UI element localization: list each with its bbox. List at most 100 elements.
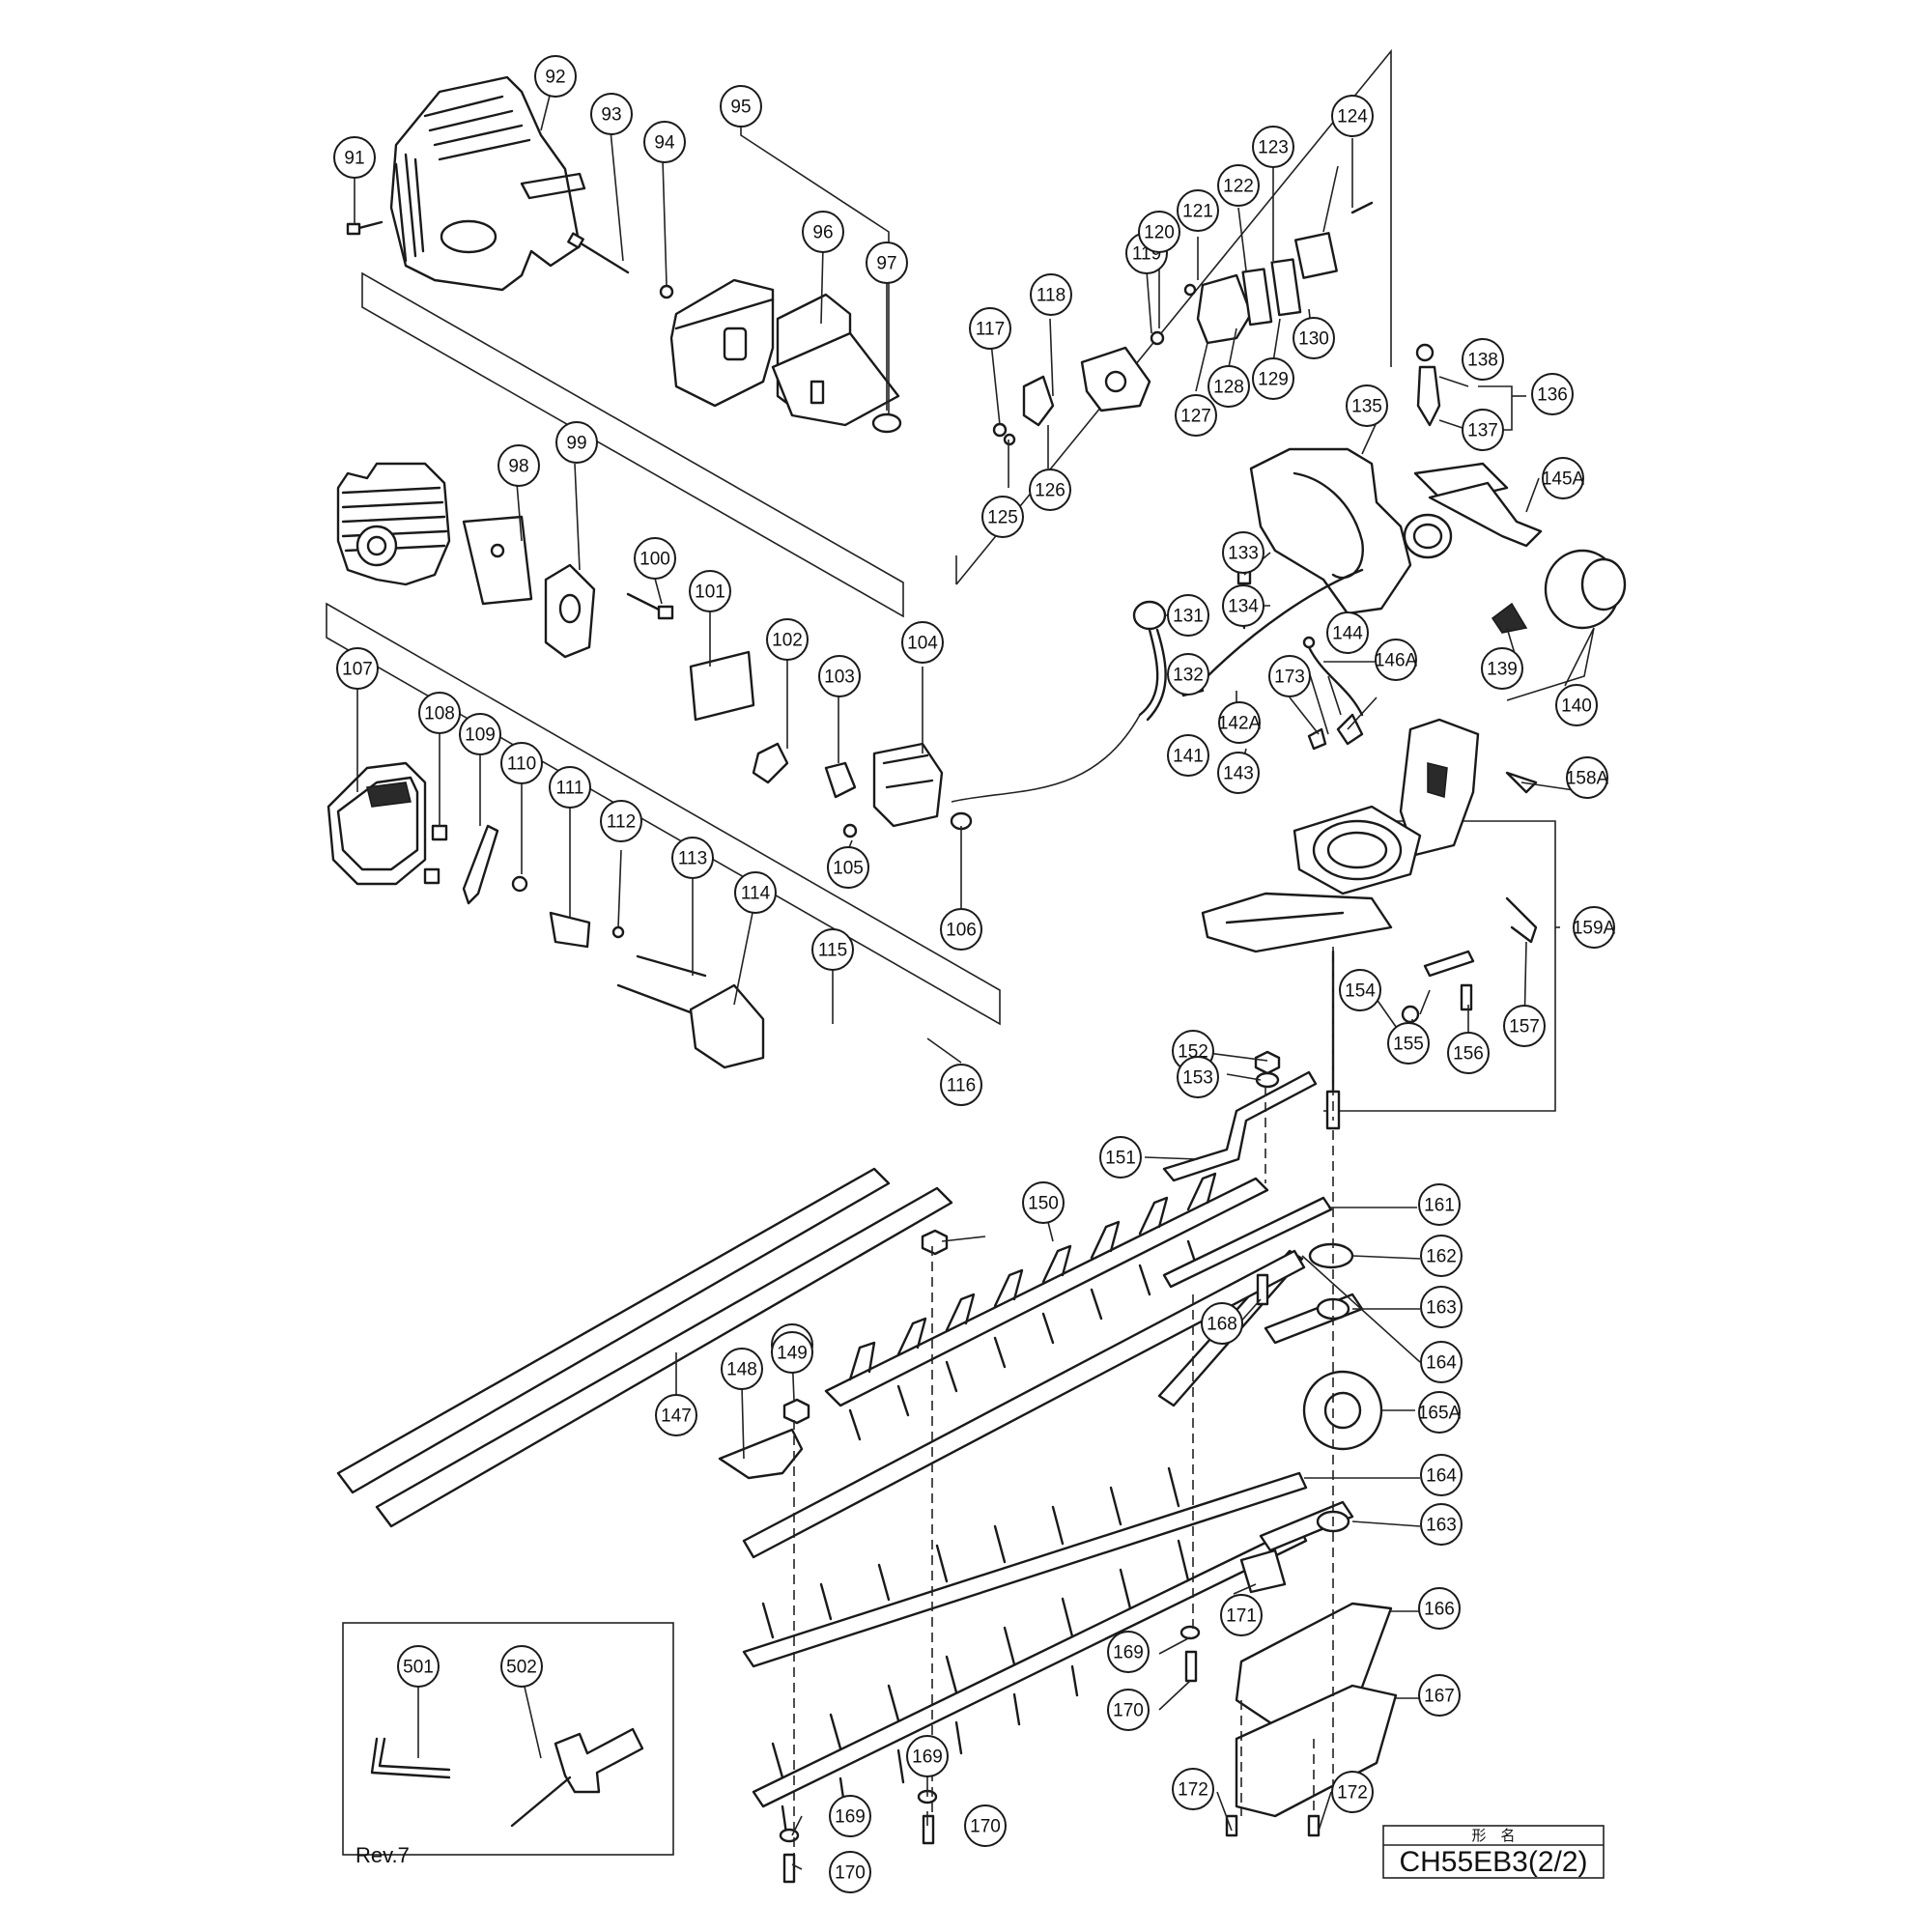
callout-label: 92 xyxy=(545,68,565,88)
callout-111: 111 xyxy=(549,766,591,809)
callout-label: 173 xyxy=(1274,668,1305,688)
callout-label: 144 xyxy=(1332,624,1363,644)
callout-label: 113 xyxy=(678,849,707,869)
callout-172: 172 xyxy=(1331,1771,1374,1813)
callout-166: 166 xyxy=(1418,1587,1461,1630)
callout-label: 158A xyxy=(1566,769,1609,789)
callout-116: 116 xyxy=(940,1064,982,1106)
callout-label: 125 xyxy=(987,508,1018,528)
callout-170: 170 xyxy=(829,1851,871,1893)
callout-92: 92 xyxy=(534,55,577,98)
callout-label: 172 xyxy=(1337,1783,1368,1804)
callout-label: 118 xyxy=(1037,286,1065,306)
callout-label: 96 xyxy=(812,223,833,243)
callout-label: 169 xyxy=(912,1747,943,1768)
callout-label: 164 xyxy=(1426,1466,1457,1487)
callout-162: 162 xyxy=(1420,1235,1463,1277)
callout-label: 168 xyxy=(1207,1315,1237,1335)
callout-96: 96 xyxy=(802,211,844,253)
callout-label: 104 xyxy=(907,634,938,654)
callout-label: 137 xyxy=(1467,421,1498,441)
callout-label: 164 xyxy=(1426,1353,1457,1374)
callout-153: 153 xyxy=(1177,1056,1219,1098)
callout-120: 120 xyxy=(1138,211,1180,253)
callout-501: 501 xyxy=(397,1645,440,1688)
callout-161: 161 xyxy=(1418,1183,1461,1226)
callout-label: 135 xyxy=(1351,397,1382,417)
cylinder xyxy=(336,462,674,659)
callout-label: 103 xyxy=(824,668,855,688)
callout-100: 100 xyxy=(634,537,676,580)
callout-106: 106 xyxy=(940,908,982,951)
callout-145A: 145A xyxy=(1542,457,1585,499)
fuel-pump-group xyxy=(992,201,1374,446)
callout-label: 101 xyxy=(695,582,725,603)
callout-126: 126 xyxy=(1029,469,1071,511)
callout-label: 122 xyxy=(1223,177,1254,197)
gear-case xyxy=(1201,718,1538,1130)
callout-label: 109 xyxy=(465,725,496,746)
callout-label: 142A xyxy=(1218,714,1262,734)
callout-label: 138 xyxy=(1467,351,1498,371)
callout-label: 97 xyxy=(876,254,896,274)
callout-label: 155 xyxy=(1393,1035,1424,1055)
callout-103: 103 xyxy=(818,655,861,697)
callout-102: 102 xyxy=(766,618,809,661)
callout-149: 149 xyxy=(771,1331,813,1374)
callout-93: 93 xyxy=(590,93,633,135)
callout-131: 131 xyxy=(1167,594,1209,637)
callout-101: 101 xyxy=(689,570,731,612)
callout-label: 162 xyxy=(1426,1247,1457,1267)
callout-label: 166 xyxy=(1424,1600,1455,1620)
callout-label: 111 xyxy=(556,779,584,799)
callout-label: 161 xyxy=(1424,1196,1455,1216)
callout-164: 164 xyxy=(1420,1454,1463,1496)
callout-130: 130 xyxy=(1293,317,1335,359)
callout-155: 155 xyxy=(1387,1022,1430,1065)
callout-143: 143 xyxy=(1217,752,1260,794)
callout-label: 129 xyxy=(1258,370,1289,390)
callout-148: 148 xyxy=(721,1348,763,1390)
callout-99: 99 xyxy=(555,421,598,464)
callout-label: 123 xyxy=(1258,138,1289,158)
callout-164: 164 xyxy=(1420,1341,1463,1383)
callout-label: 128 xyxy=(1213,378,1244,398)
callout-label: 130 xyxy=(1298,329,1329,350)
callout-label: 143 xyxy=(1223,764,1254,784)
callout-label: 127 xyxy=(1180,407,1211,427)
callout-label: 98 xyxy=(508,457,528,477)
callout-109: 109 xyxy=(459,713,501,755)
callout-169: 169 xyxy=(829,1795,871,1837)
callout-label: 172 xyxy=(1178,1780,1208,1801)
callout-label: 140 xyxy=(1561,696,1592,717)
fuel-tank-housing xyxy=(1236,343,1627,634)
callout-label: 133 xyxy=(1228,544,1259,564)
callout-label: 136 xyxy=(1537,385,1568,406)
callout-124: 124 xyxy=(1331,95,1374,137)
callout-label: 95 xyxy=(730,98,751,118)
callout-144: 144 xyxy=(1326,611,1369,654)
callout-label: 102 xyxy=(772,631,803,651)
callout-154: 154 xyxy=(1339,969,1381,1011)
callout-169: 169 xyxy=(1107,1631,1150,1673)
screws-top xyxy=(346,220,674,299)
callout-label: 121 xyxy=(1182,202,1213,222)
callout-110: 110 xyxy=(500,742,543,784)
callout-label: 163 xyxy=(1426,1298,1457,1319)
callout-label: 145A xyxy=(1542,469,1585,490)
callout-150: 150 xyxy=(1022,1181,1065,1224)
callout-165A: 165A xyxy=(1418,1391,1462,1434)
callout-label: 159A xyxy=(1573,919,1616,939)
callout-94: 94 xyxy=(643,121,686,163)
callout-113: 113 xyxy=(671,837,714,879)
alignment-axes xyxy=(793,947,1334,1855)
callout-128: 128 xyxy=(1208,365,1250,408)
callout-118: 118 xyxy=(1030,273,1072,316)
callout-146A: 146A xyxy=(1375,639,1418,681)
callout-label: 139 xyxy=(1487,660,1518,680)
callout-127: 127 xyxy=(1175,394,1217,437)
callout-117: 117 xyxy=(969,307,1011,350)
callout-label: 110 xyxy=(507,754,536,775)
callout-122: 122 xyxy=(1217,164,1260,207)
callout-134: 134 xyxy=(1222,584,1264,627)
